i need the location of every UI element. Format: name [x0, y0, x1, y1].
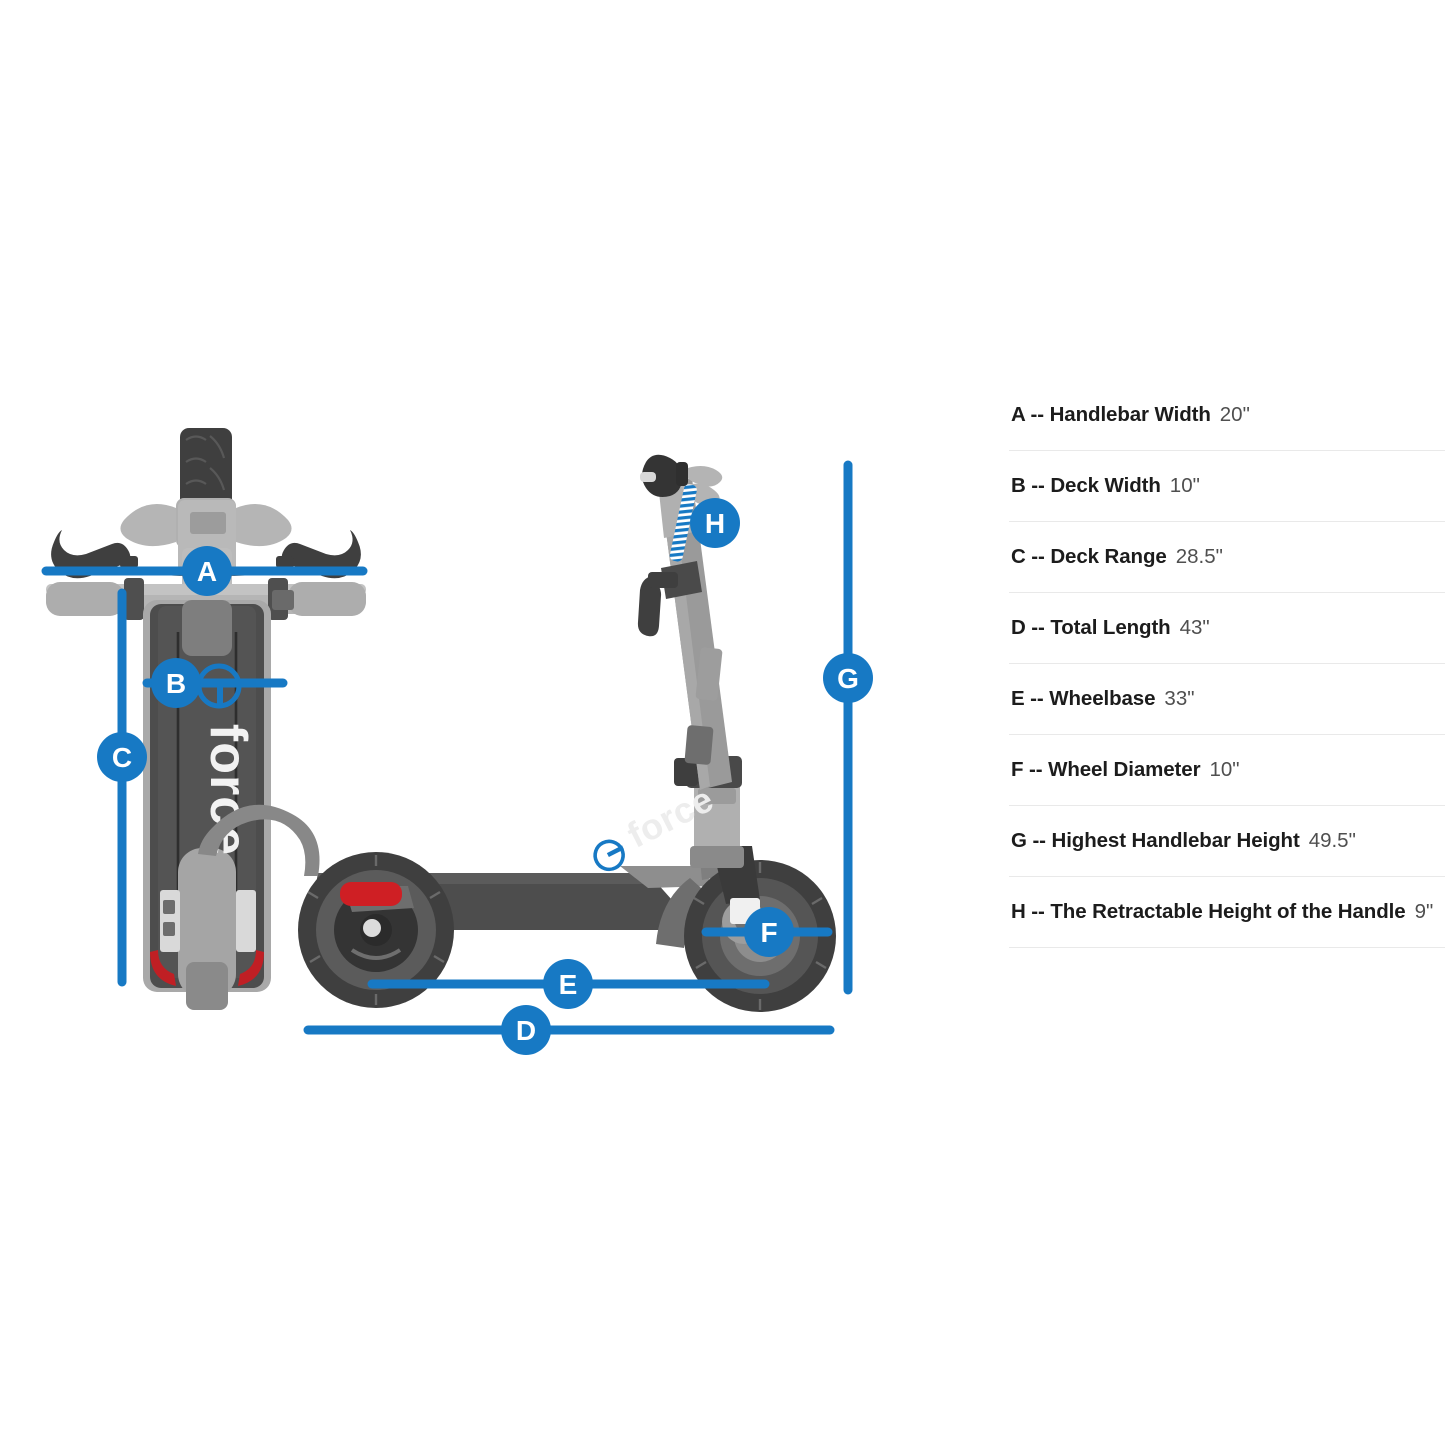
spec-value-a: 20": [1219, 403, 1250, 426]
spec-label-b: B -- Deck Width: [1011, 474, 1161, 497]
specifications-list: A -- Handlebar Width 20" B -- Deck Width…: [1009, 380, 1445, 948]
badge-e-label: E: [559, 969, 578, 1000]
dimension-badges: A B C D E: [97, 498, 873, 1055]
spec-row-a: A -- Handlebar Width 20": [1009, 380, 1445, 451]
spec-row-d: D -- Total Length 43": [1009, 593, 1445, 664]
badge-b: B: [151, 658, 201, 708]
scooter-diagram-svg: force: [41, 428, 873, 1055]
spec-label-g: G -- Highest Handlebar Height: [1011, 829, 1300, 852]
side-view-rear-wheel: [198, 804, 454, 1008]
badge-h: H: [690, 498, 740, 548]
badge-g-label: G: [837, 663, 859, 694]
spec-label-c: C -- Deck Range: [1011, 545, 1167, 568]
badge-c-label: C: [112, 742, 132, 773]
front-view-reflector-left: [150, 950, 176, 986]
badge-c: C: [97, 732, 147, 782]
badge-h-label: H: [705, 508, 725, 539]
dim-line-h: [669, 484, 697, 562]
spec-label-a: A -- Handlebar Width: [1011, 403, 1211, 426]
spec-row-c: C -- Deck Range 28.5": [1009, 522, 1445, 593]
spec-value-f: 10": [1209, 758, 1240, 781]
front-view-display: [190, 512, 226, 534]
spec-label-d: D -- Total Length: [1011, 616, 1171, 639]
spec-row-b: B -- Deck Width 10": [1009, 451, 1445, 522]
badge-e: E: [543, 959, 593, 1009]
badge-f-label: F: [760, 917, 777, 948]
spec-value-b: 10": [1169, 474, 1200, 497]
badge-a: A: [182, 546, 232, 596]
front-view-reflector-right: [238, 950, 264, 986]
spec-label-f: F -- Wheel Diameter: [1011, 758, 1201, 781]
spec-value-g: 49.5": [1308, 829, 1356, 852]
scooter-diagram: force: [41, 428, 873, 1055]
spec-value-h: 9": [1414, 900, 1434, 923]
spec-label-e: E -- Wheelbase: [1011, 687, 1156, 710]
spec-value-e: 33": [1164, 687, 1195, 710]
badge-b-label: B: [166, 668, 186, 699]
front-view-tire: [180, 428, 232, 520]
spec-row-e: E -- Wheelbase 33": [1009, 664, 1445, 735]
spec-label-h: H -- The Retractable Height of the Handl…: [1011, 900, 1406, 923]
spec-value-c: 28.5": [1175, 545, 1223, 568]
spec-row-f: F -- Wheel Diameter 10": [1009, 735, 1445, 806]
badge-d: D: [501, 1005, 551, 1055]
rear-fender: [198, 804, 320, 876]
badge-d-label: D: [516, 1015, 536, 1046]
badge-a-label: A: [197, 556, 217, 587]
spec-row-g: G -- Highest Handlebar Height 49.5": [1009, 806, 1445, 877]
spec-row-h: H -- The Retractable Height of the Handl…: [1009, 877, 1445, 948]
badge-f: F: [744, 907, 794, 957]
badge-g: G: [823, 653, 873, 703]
rear-reflector: [340, 882, 402, 906]
spec-value-d: 43": [1179, 616, 1210, 639]
